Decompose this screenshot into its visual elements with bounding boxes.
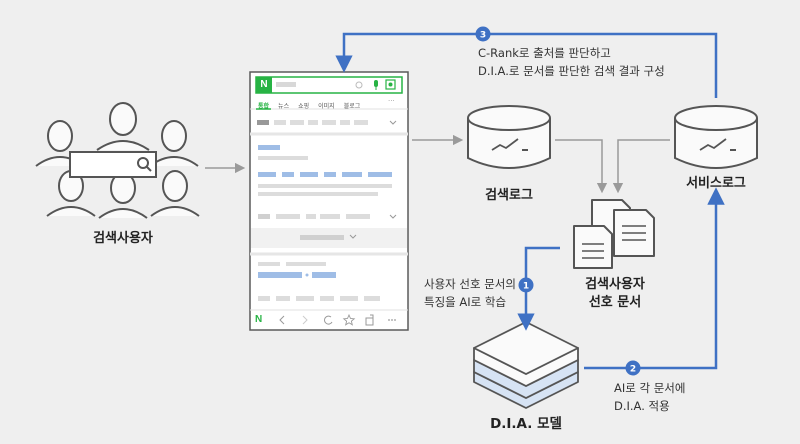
service-log-label: 서비스로그 <box>686 176 746 191</box>
tab-integrated[interactable]: 통합 <box>258 103 270 110</box>
step-1-line2: 특징을 AI로 학습 <box>424 295 507 309</box>
users-label: 검색사용자 <box>93 231 153 246</box>
naver-logo[interactable]: N <box>260 79 268 90</box>
preferred-docs-label-line2: 선호 문서 <box>588 295 642 310</box>
lens-icon <box>385 79 396 90</box>
arrow-docs-to-model <box>517 246 560 331</box>
user-icon <box>149 120 199 167</box>
arrow-servicelog-to-phone <box>335 32 718 98</box>
naver-home-logo[interactable]: N <box>255 314 263 325</box>
phone-mockup <box>249 71 409 331</box>
step-3-line1: C-Rank로 출처를 판단하고 <box>478 46 611 60</box>
search-icon <box>137 157 149 169</box>
user-icon <box>150 170 200 217</box>
arrow-searchlog-to-docs <box>555 139 608 194</box>
share-icon <box>365 314 374 326</box>
tab-blog[interactable]: 블로그 <box>343 103 361 110</box>
arrow-servicelog-to-docs <box>612 139 670 194</box>
forward-icon <box>302 315 308 325</box>
step-number: 1 <box>523 282 529 292</box>
phone-tabs: 통합 뉴스 쇼핑 이미지 블로그 <box>258 99 369 111</box>
users-group-icon <box>35 102 200 219</box>
user-icon <box>96 102 150 151</box>
documents-icon <box>573 199 655 269</box>
user-icon <box>46 170 96 217</box>
tab-shopping[interactable]: 쇼핑 <box>298 103 310 110</box>
step-2-line2: D.I.A. 적용 <box>614 399 670 413</box>
step-badge-2: 2 <box>625 360 641 376</box>
refresh-icon <box>324 315 333 325</box>
step-3-line2: D.I.A.로 문서를 판단한 검색 결과 구성 <box>478 64 665 78</box>
step-number: 2 <box>630 365 636 375</box>
step-2-note: AI로 각 문서에 D.I.A. 적용 <box>614 379 685 415</box>
step-1-line1: 사용자 선호 문서의 <box>424 277 516 291</box>
preferred-docs-label-line1: 검색사용자 <box>585 277 645 292</box>
preferred-docs-label: 검색사용자 선호 문서 <box>570 276 660 312</box>
user-icon <box>98 172 148 219</box>
tab-news[interactable]: 뉴스 <box>278 103 290 110</box>
search-log-label: 검색로그 <box>485 188 533 203</box>
mic-icon <box>374 80 378 90</box>
step-badge-3: 3 <box>475 26 491 42</box>
back-icon <box>279 315 285 325</box>
star-icon <box>342 313 356 326</box>
tab-images[interactable]: 이미지 <box>318 103 335 110</box>
step-1-note: 사용자 선호 문서의 특징을 AI로 학습 <box>424 275 516 311</box>
tabs-more-icon[interactable]: ··· <box>388 97 395 105</box>
service-log-database-icon <box>674 105 758 169</box>
step-badge-1: 1 <box>518 277 534 293</box>
search-box-icon <box>69 151 157 178</box>
step-number: 3 <box>480 31 486 41</box>
dia-model-stack-icon <box>473 321 579 409</box>
search-log-database-icon <box>467 105 551 169</box>
step-2-line1: AI로 각 문서에 <box>614 381 686 395</box>
step-3-note: C-Rank로 출처를 판단하고 D.I.A.로 문서를 판단한 검색 결과 구… <box>478 44 665 80</box>
dia-model-label: D.I.A. 모델 <box>490 416 562 432</box>
